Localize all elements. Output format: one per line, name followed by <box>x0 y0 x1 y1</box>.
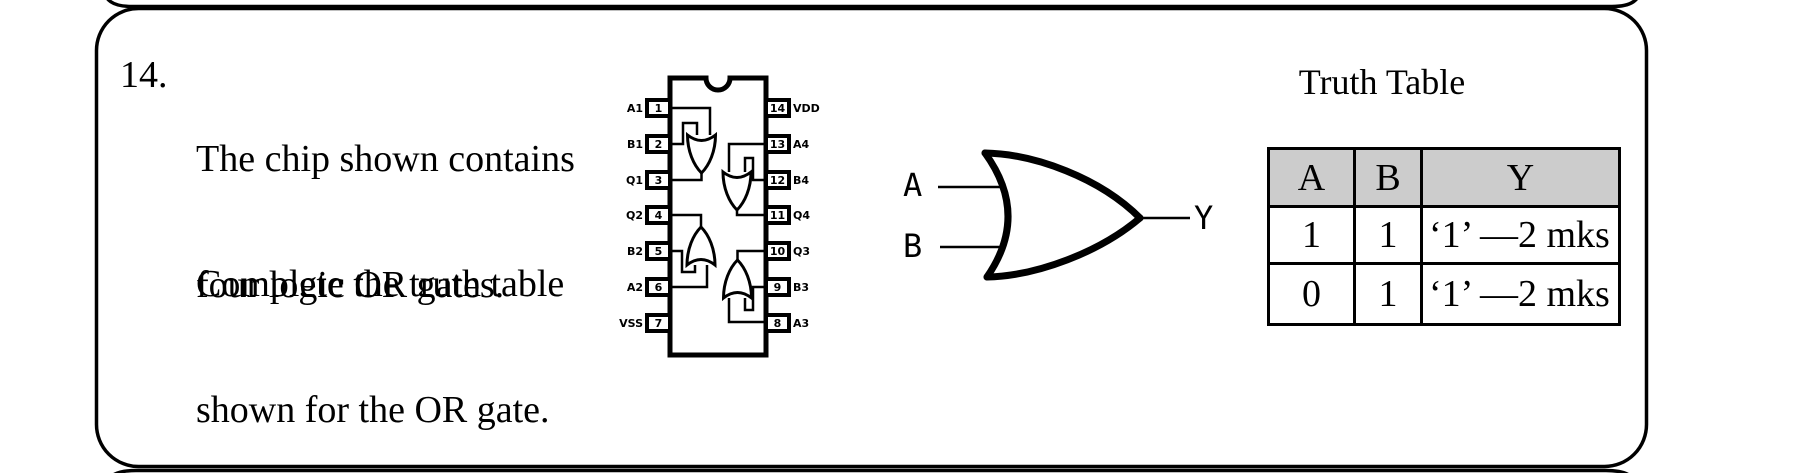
pin-number: 7 <box>655 317 663 330</box>
cell-y-answer: ‘1’ —2 mks <box>1420 262 1621 326</box>
truth-table-row: 0 1 ‘1’ —2 mks <box>1267 262 1621 326</box>
question-line-2: four logic OR gates. <box>196 264 505 306</box>
pin-number: 13 <box>770 138 785 151</box>
truth-table-header-row: A B Y <box>1267 147 1621 208</box>
cell-b: 1 <box>1353 205 1423 265</box>
pin-label: B1 <box>627 138 643 151</box>
pin-label: VSS <box>619 317 643 330</box>
pin-label: A4 <box>793 138 810 151</box>
question-line-1: The chip shown contains <box>196 138 575 180</box>
pin-number: 3 <box>655 174 663 187</box>
output-y-label: Y <box>1194 199 1214 237</box>
pin-number: 4 <box>655 209 663 222</box>
cell-a: 1 <box>1267 205 1356 265</box>
pin-label: B4 <box>793 174 809 187</box>
pin-label: B2 <box>627 245 643 258</box>
truth-table-row: 1 1 ‘1’ —2 mks <box>1267 205 1621 265</box>
question-line-4: shown for the OR gate. <box>196 389 550 431</box>
or-gate-4 <box>722 258 753 300</box>
pin-number: 9 <box>774 281 782 294</box>
question-number: 14. <box>120 54 168 96</box>
pin-number: 11 <box>770 209 785 222</box>
pin-label: A3 <box>793 317 809 330</box>
or-gate-outline <box>981 149 1144 281</box>
pin-number: 8 <box>774 317 782 330</box>
pin-number: 5 <box>655 245 663 258</box>
chip-right-pin-boxes <box>764 98 791 333</box>
pin-number: 14 <box>770 102 786 115</box>
pin-label: Q1 <box>626 174 643 187</box>
question-paragraph-1: The chip shown contains four logic OR ga… <box>196 54 575 390</box>
pin-number: 10 <box>770 245 786 258</box>
pin-label: Q3 <box>793 245 810 258</box>
or-gate-1 <box>686 133 717 175</box>
pin-label: VDD <box>793 102 820 115</box>
pin-number: 2 <box>655 138 663 151</box>
header-cell-y: Y <box>1420 147 1621 208</box>
or-gate-3 <box>685 225 717 267</box>
pin-number: 12 <box>770 174 785 187</box>
input-b-label: B <box>903 227 923 265</box>
header-cell-b: B <box>1353 147 1423 208</box>
header-cell-a: A <box>1267 147 1356 208</box>
pin-label: A2 <box>627 281 643 294</box>
previous-box-bottom-border <box>106 0 1638 9</box>
question-paragraph-2: Complete the truth table shown for the O… <box>196 179 564 473</box>
pin-label: Q4 <box>793 209 810 222</box>
cell-a: 0 <box>1267 262 1356 326</box>
pin-label: A1 <box>627 102 643 115</box>
pin-number: 6 <box>655 281 663 294</box>
pin-label: Q2 <box>626 209 643 222</box>
pin-number: 1 <box>655 102 663 115</box>
question-line-3: Complete the truth table <box>196 263 565 305</box>
chip-internal-wires <box>670 106 766 324</box>
chip-body <box>667 75 769 358</box>
next-box-top-border <box>113 468 1629 473</box>
truth-table-title: Truth Table <box>1298 62 1466 102</box>
or-gate-symbol <box>938 149 1190 281</box>
or-gate-2 <box>721 170 753 212</box>
chip-diagram: 1 2 3 4 5 6 7 14 13 12 11 10 9 8 A1 B1 Q… <box>619 75 820 358</box>
input-a-label: A <box>903 166 923 204</box>
chip-left-pin-boxes <box>645 98 672 333</box>
cell-b: 1 <box>1353 262 1423 326</box>
question-box-border <box>94 6 1649 469</box>
pin-label: B3 <box>793 281 809 294</box>
cell-y-answer: ‘1’ —2 mks <box>1420 205 1621 265</box>
truth-table: A B Y 1 1 ‘1’ —2 mks 0 1 ‘1’ —2 mks <box>1267 147 1621 326</box>
